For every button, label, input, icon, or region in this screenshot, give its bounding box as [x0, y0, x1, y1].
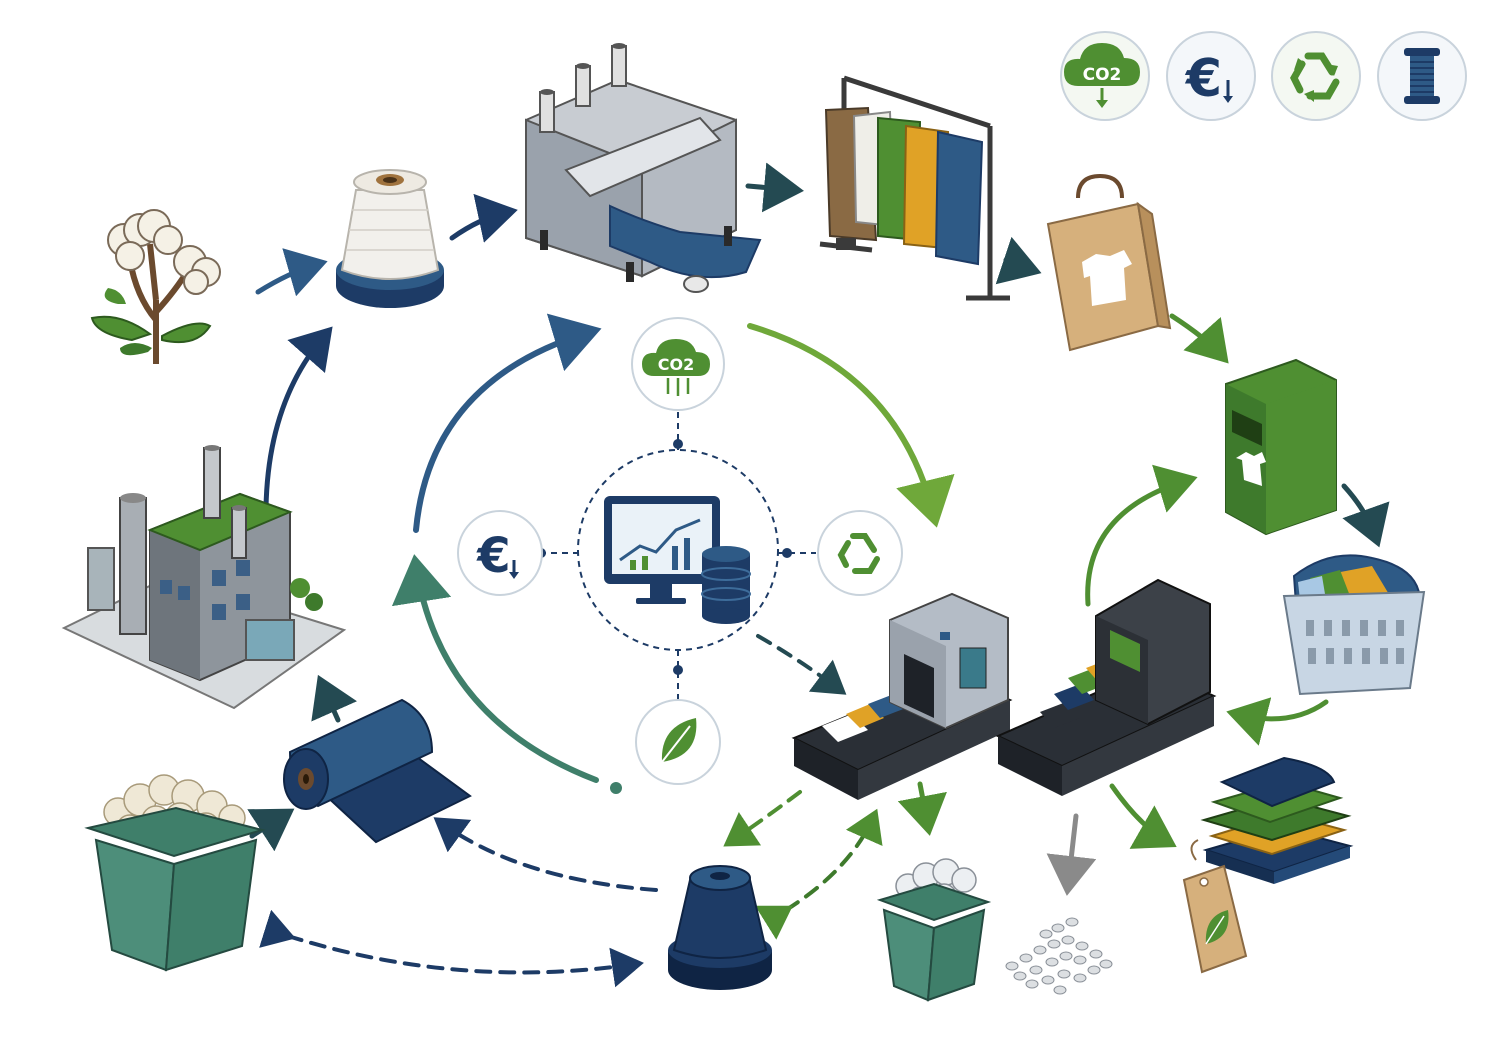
- arrow-sorter-to-recycled-fibre: [897, 781, 947, 836]
- hub-badge-co2: CO2: [631, 317, 725, 411]
- legend-icon-spool: [1377, 31, 1467, 121]
- recycled-fibre-bin: [876, 858, 992, 1002]
- sorting-machine-left: [791, 592, 1013, 800]
- analytics-monitor-icon: [604, 496, 720, 604]
- laundry-basket: [1282, 554, 1426, 696]
- weaving-loom: [525, 43, 762, 293]
- eco-price-tag: [1182, 839, 1248, 974]
- recycled-granulate-pile: [1005, 917, 1113, 995]
- dashed-spool-to-sorter: [755, 808, 883, 940]
- dashed-hub-to-sorter: [756, 634, 847, 695]
- hub-co2-text: CO2: [658, 355, 694, 374]
- ring-arrow-bottom-up: [391, 554, 599, 783]
- arrow-factory-to-yarn: [263, 326, 333, 511]
- dashed-spool-to-roll: [433, 817, 658, 892]
- arrow-cotton-to-yarn: [255, 248, 328, 297]
- ring-arrow-right-down: [747, 323, 955, 528]
- navy-yarn-spool: [668, 865, 772, 990]
- legend-icon-euro: €: [1166, 31, 1256, 121]
- fibre-bin: [84, 774, 266, 972]
- dashed-loop-arrows: [259, 634, 883, 988]
- arrow-sorter-to-granulate: [1046, 813, 1097, 896]
- dashed-sorter-to-spool: [723, 790, 802, 847]
- inner-ring-arrows: [391, 313, 955, 794]
- central-hub: [536, 412, 816, 700]
- arrow-loom-to-rack: [745, 162, 804, 213]
- textile-collection-bin: [1225, 358, 1337, 536]
- arrow-roll-to-factory: [311, 674, 358, 723]
- clothes-rack: [819, 75, 1010, 301]
- arrow-yarn-to-loom: [449, 193, 518, 243]
- arrow-basket-to-sorter: [1226, 697, 1329, 746]
- arrow-sorter-to-bin-loop: [1085, 464, 1198, 607]
- arrow-bin-to-basket: [1341, 483, 1390, 548]
- sorting-machine-right: [995, 578, 1217, 796]
- hub-euro-text: €: [476, 528, 510, 584]
- legend-icon-co2: CO2: [1060, 31, 1150, 121]
- dashed-bin-spool-double: [259, 909, 644, 988]
- ring-arrow-left-up: [413, 313, 602, 533]
- textile-factory: [61, 445, 347, 710]
- shopping-bag: [1046, 173, 1172, 352]
- cotton-plant: [90, 209, 221, 364]
- folded-clothes-stack: [1200, 756, 1354, 884]
- hub-badge-recycle: [817, 510, 903, 596]
- fabric-roll: [283, 698, 472, 844]
- outer-flow-arrows: [247, 162, 1390, 896]
- arrow-rack-to-bag: [995, 236, 1042, 285]
- legend-icon-recycle: [1271, 31, 1361, 121]
- yarn-cone: [336, 169, 444, 308]
- arrow-sorter-to-reuse: [1109, 783, 1177, 849]
- legend-co2-text: CO2: [1083, 65, 1122, 85]
- arrow-fibre-to-roll: [247, 808, 295, 852]
- legend-euro-text: €: [1185, 49, 1222, 109]
- hub-badge-leaf: [635, 699, 721, 785]
- database-icon: [701, 546, 751, 624]
- hub-badge-euro: €: [457, 510, 543, 596]
- arrow-bag-to-bin: [1169, 313, 1229, 364]
